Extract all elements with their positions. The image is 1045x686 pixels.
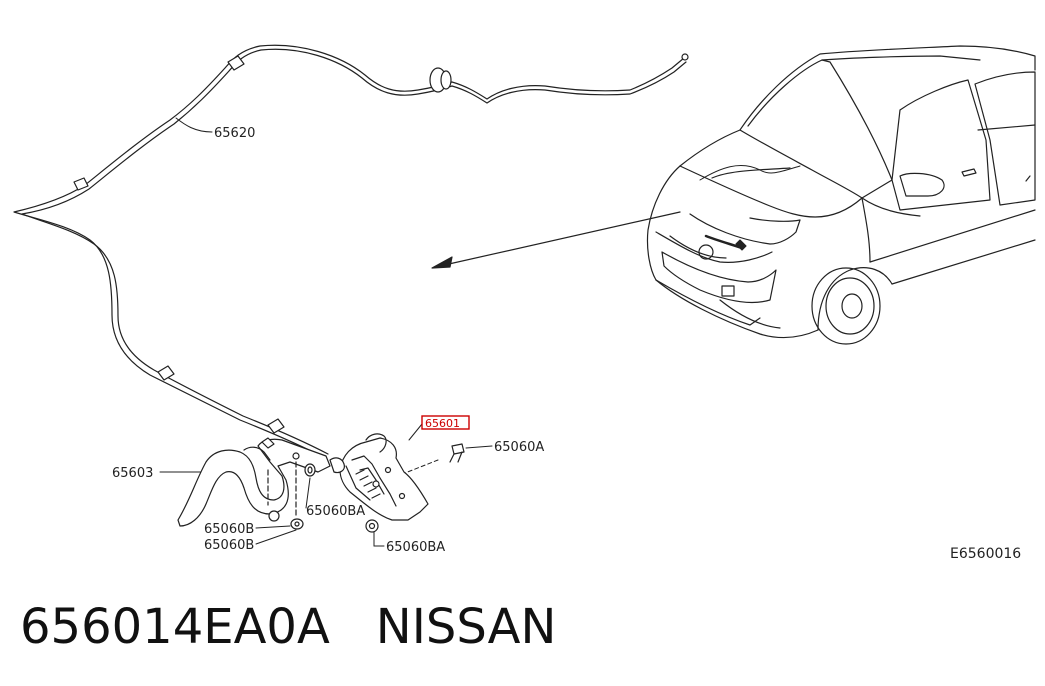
location-arrow — [431, 211, 681, 269]
nut-65060ba-top — [304, 463, 316, 477]
hood-lock-stay — [177, 437, 331, 527]
part-caption: 656014EA0A NISSAN — [20, 596, 556, 658]
part-number: 656014EA0A — [20, 599, 330, 655]
label-65620: 65620 — [214, 126, 255, 141]
diagram-reference-code: E6560016 — [950, 546, 1021, 562]
clip-65060b — [268, 510, 304, 530]
label-65603: 65603 — [112, 466, 153, 481]
vehicle-illustration — [646, 45, 1036, 345]
leader-lines — [159, 117, 493, 547]
bolt-65060a — [449, 443, 465, 463]
highlight-box — [421, 415, 470, 430]
nut-65060ba-bottom — [365, 519, 379, 533]
label-65060a: 65060A — [494, 440, 544, 455]
label-65060ba-top: 65060BA — [306, 504, 365, 519]
brand-name: NISSAN — [375, 599, 557, 655]
label-65060b-2: 65060B — [204, 538, 254, 553]
label-65601: 65601 — [425, 417, 460, 430]
hood-release-cable — [13, 44, 689, 459]
label-65060ba-bottom: 65060BA — [386, 540, 445, 555]
label-65060b-1: 65060B — [204, 522, 254, 537]
hood-lock-assembly — [329, 433, 429, 521]
